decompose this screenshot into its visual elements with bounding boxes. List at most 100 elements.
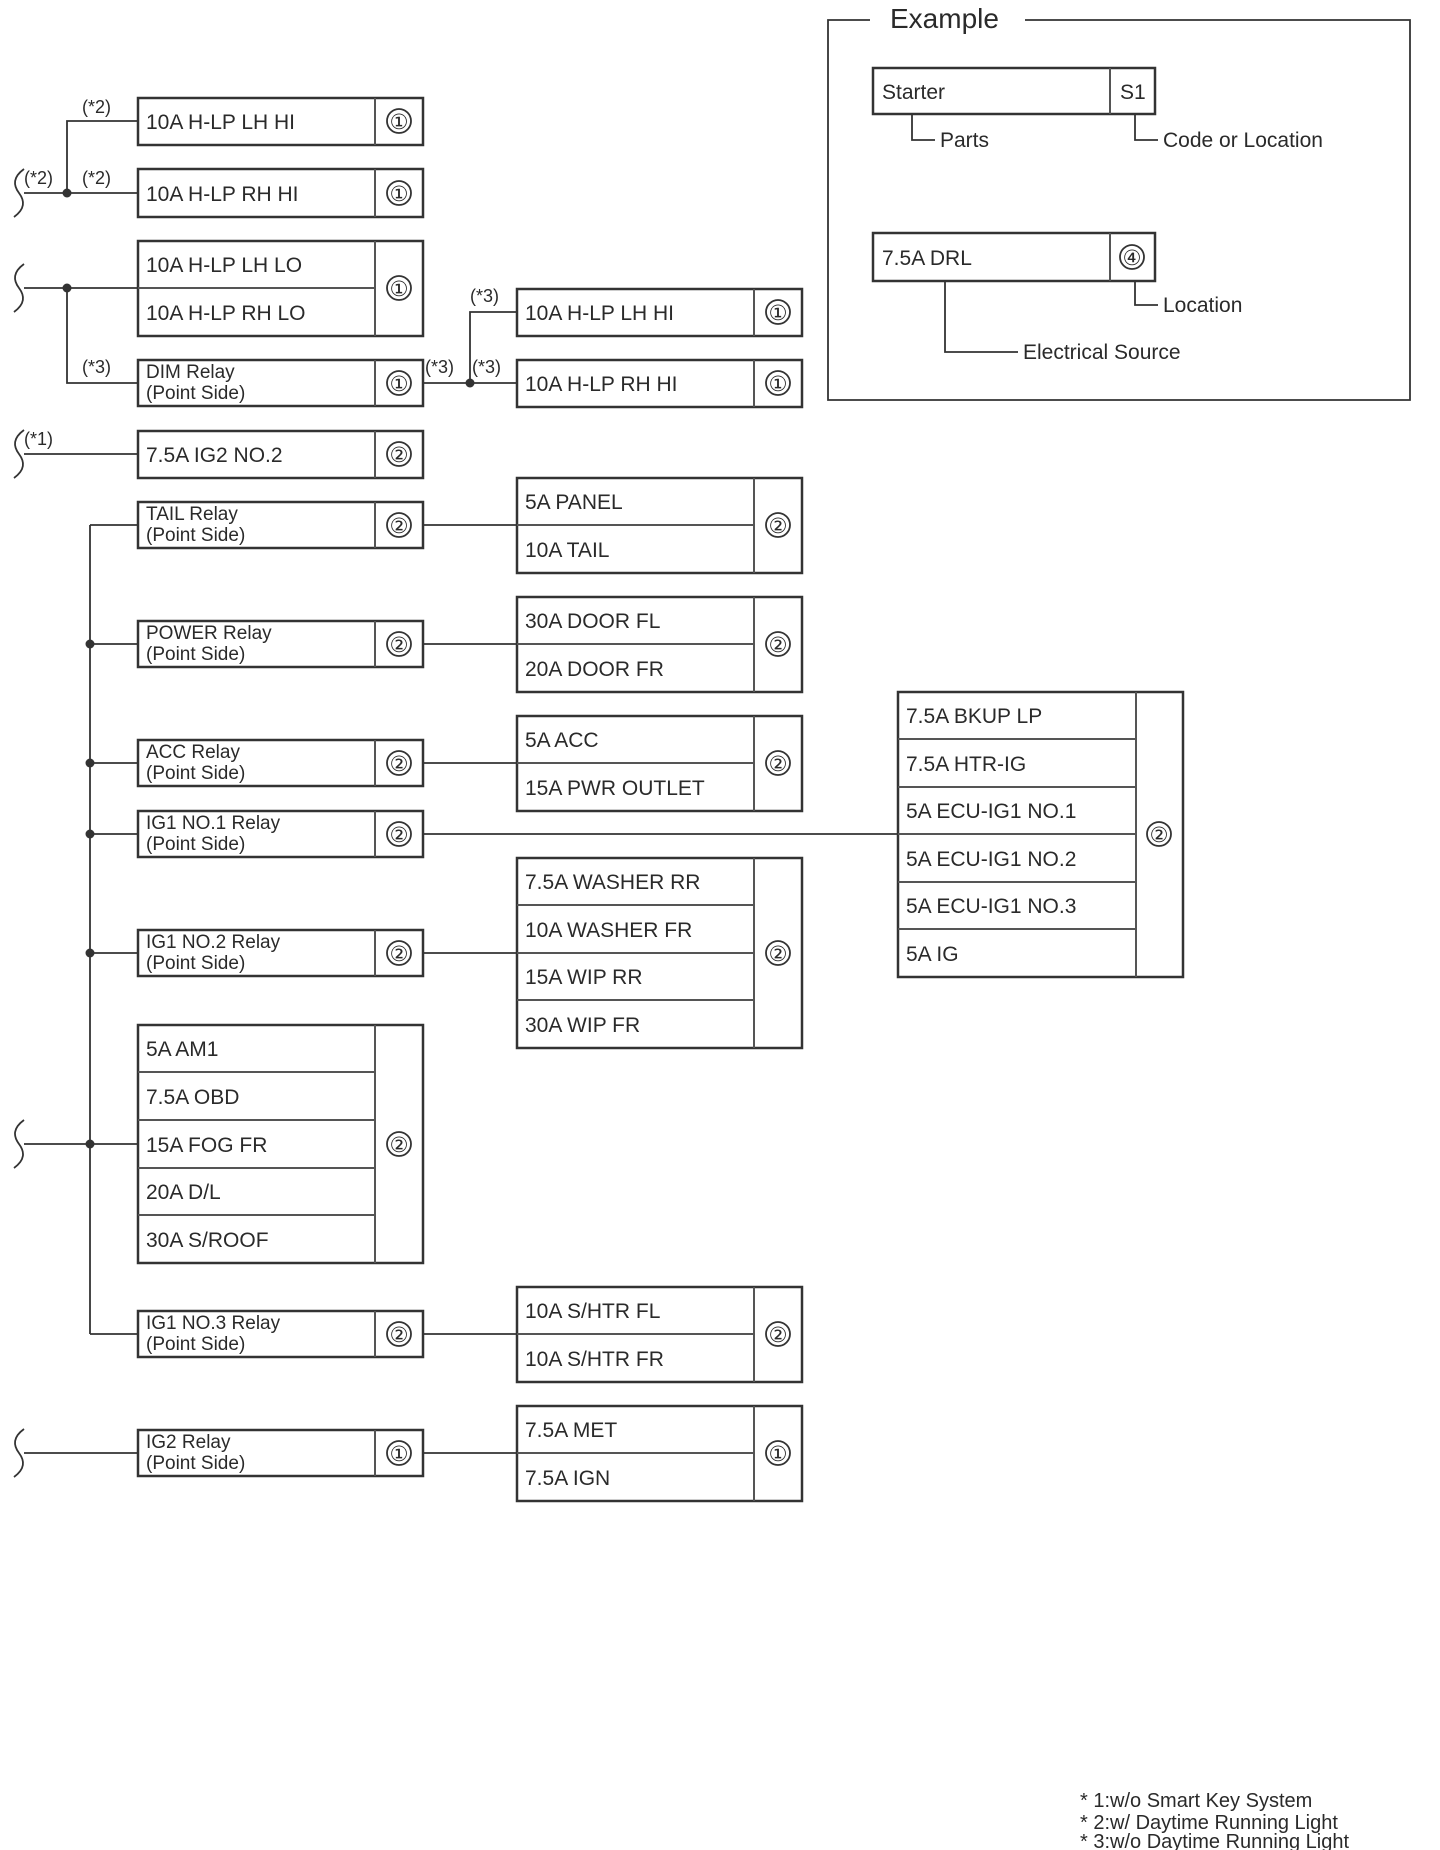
ig2-relay: IG2 Relay (Point Side) ① — [136, 1428, 425, 1478]
relay-name: TAIL Relay — [146, 504, 238, 525]
footnote-1: * 1:w/o Smart Key System — [1080, 1790, 1312, 1812]
fuse-label: 10A H-LP LH HI — [525, 302, 674, 325]
fuse-ig1-no1-group: 7.5A BKUP LP 7.5A HTR-IG 5A ECU-IG1 NO.1… — [896, 690, 1185, 979]
location-number: ① — [390, 373, 409, 396]
ig1-no1-relay: IG1 NO.1 Relay (Point Side) ② — [136, 809, 425, 859]
fuse-label: 30A S/ROOF — [146, 1229, 269, 1252]
ig1-no3-relay: IG1 NO.3 Relay (Point Side) ② — [136, 1309, 425, 1359]
note-2: (*2) — [82, 97, 111, 117]
fuse-am1-group: 5A AM1 7.5A OBD 15A FOG FR 20A D/L 30A S… — [136, 1023, 425, 1265]
fuse-label: 10A TAIL — [525, 539, 609, 562]
note-3: (*3) — [470, 286, 499, 306]
footnote-2: * 2:w/ Daytime Running Light — [1080, 1812, 1338, 1834]
note-2: (*2) — [24, 168, 53, 188]
tail-relay: TAIL Relay (Point Side) ② — [136, 500, 425, 550]
fuse-label: 10A H-LP RH HI — [146, 183, 299, 206]
fuse-label: 5A IG — [906, 943, 959, 966]
relay-side: (Point Side) — [146, 1334, 245, 1355]
relay-side: (Point Side) — [146, 953, 245, 974]
location-number: ② — [769, 943, 788, 966]
location-number: ② — [390, 753, 409, 776]
fuse-label: 30A DOOR FL — [525, 610, 660, 633]
fuse-ig2-group: 7.5A MET 7.5A IGN ① — [515, 1404, 804, 1503]
footnotes: * 1:w/o Smart Key System * 2:w/ Daytime … — [1080, 1790, 1349, 1850]
location-number: ② — [390, 634, 409, 657]
cut-mark — [13, 168, 25, 218]
fuse-10a-hlp-rh-hi: 10A H-LP RH HI ① — [136, 167, 425, 219]
relay-side: (Point Side) — [146, 644, 245, 665]
fuse-label: 5A AM1 — [146, 1038, 218, 1061]
location-number: ② — [769, 753, 788, 776]
wiring: (*2) (*2) (*2) (*3) (*3) (*3) (*3) (*1) — [13, 97, 898, 1478]
footnote-3: * 3:w/o Daytime Running Light — [1080, 1831, 1349, 1850]
note-3: (*3) — [472, 357, 501, 377]
location-number: ② — [390, 1324, 409, 1347]
note-3: (*3) — [425, 357, 454, 377]
location-number: ① — [390, 183, 409, 206]
location-number: ② — [390, 1134, 409, 1157]
ig1-no2-relay: IG1 NO.2 Relay (Point Side) ② — [136, 928, 425, 978]
fuse-label: 10A H-LP LH HI — [146, 111, 295, 134]
relay-side: (Point Side) — [146, 525, 245, 546]
relay-name: IG1 NO.3 Relay — [146, 1313, 281, 1334]
acc-relay: ACC Relay (Point Side) ② — [136, 738, 425, 788]
fuse-label: 7.5A IGN — [525, 1467, 610, 1490]
relay-name: POWER Relay — [146, 623, 272, 644]
fuse-ig1-no2-group: 7.5A WASHER RR 10A WASHER FR 15A WIP RR … — [515, 856, 804, 1050]
relay-side: (Point Side) — [146, 834, 245, 855]
fuse-label: 5A ECU-IG1 NO.1 — [906, 800, 1076, 823]
example-source-label: Electrical Source — [1023, 341, 1181, 364]
cut-mark — [13, 1428, 25, 1478]
fuse-label: 30A WIP FR — [525, 1014, 640, 1037]
relay-name: DIM Relay — [146, 362, 235, 383]
fuse-label: 7.5A HTR-IG — [906, 753, 1026, 776]
cut-mark — [13, 429, 25, 479]
fuse-hlp-lo-group: 10A H-LP LH LO 10A H-LP RH LO ① — [136, 239, 425, 338]
relay-name: IG1 NO.1 Relay — [146, 813, 281, 834]
note-3: (*3) — [82, 357, 111, 377]
relay-side: (Point Side) — [146, 1453, 245, 1474]
location-number: ① — [769, 302, 788, 325]
fuse-label: 5A ECU-IG1 NO.3 — [906, 895, 1076, 918]
example-legend: Example Starter S1 Parts Code or Locatio… — [827, 3, 1411, 401]
fuse-dim-10a-hlp-rh-hi: 10A H-LP RH HI ① — [515, 358, 804, 409]
fuse-label: 7.5A WASHER RR — [525, 871, 700, 894]
relay-side: (Point Side) — [146, 383, 245, 404]
fuse-label: 15A FOG FR — [146, 1134, 267, 1157]
fuse-label: 10A WASHER FR — [525, 919, 692, 942]
fuse-7-5a-ig2-no2: 7.5A IG2 NO.2 ② — [136, 429, 425, 480]
fuse-label: 5A ACC — [525, 729, 599, 752]
fuse-label: 10A H-LP RH HI — [525, 373, 678, 396]
location-number: ② — [390, 943, 409, 966]
fuse-label: 10A H-LP LH LO — [146, 254, 302, 277]
location-number: ① — [769, 1443, 788, 1466]
fuse-tail-group: 5A PANEL 10A TAIL ② — [515, 476, 804, 575]
cut-mark — [13, 1119, 25, 1169]
example-location-circle — [1119, 244, 1145, 270]
fuse-power-group: 30A DOOR FL 20A DOOR FR ② — [515, 595, 804, 694]
fuse-label: 7.5A MET — [525, 1419, 617, 1442]
example-code-text: S1 — [1120, 81, 1146, 104]
fuse-label: 7.5A OBD — [146, 1086, 239, 1109]
power-relay: POWER Relay (Point Side) ② — [136, 619, 425, 669]
fuse-label: 20A D/L — [146, 1181, 221, 1204]
fuse-label: 10A S/HTR FL — [525, 1300, 660, 1323]
fuse-label: 15A WIP RR — [525, 966, 643, 989]
example-part-text: Starter — [882, 81, 945, 104]
location-number: ② — [769, 1324, 788, 1347]
dim-relay: DIM Relay (Point Side) ① — [136, 358, 425, 408]
location-number: ① — [769, 373, 788, 396]
relay-name: IG2 Relay — [146, 1432, 231, 1453]
location-number: ① — [390, 111, 409, 134]
relay-side: (Point Side) — [146, 763, 245, 784]
fuse-label: 10A S/HTR FR — [525, 1348, 664, 1371]
fuse-label: 20A DOOR FR — [525, 658, 664, 681]
fuse-label: 7.5A IG2 NO.2 — [146, 444, 283, 467]
example-location-label: Location — [1163, 294, 1242, 317]
fuse-dim-10a-hlp-lh-hi: 10A H-LP LH HI ① — [515, 287, 804, 338]
location-number: ② — [390, 824, 409, 847]
location-number: ① — [390, 278, 409, 301]
note-2: (*2) — [82, 168, 111, 188]
fuse-10a-hlp-lh-hi: 10A H-LP LH HI ① — [136, 96, 425, 147]
